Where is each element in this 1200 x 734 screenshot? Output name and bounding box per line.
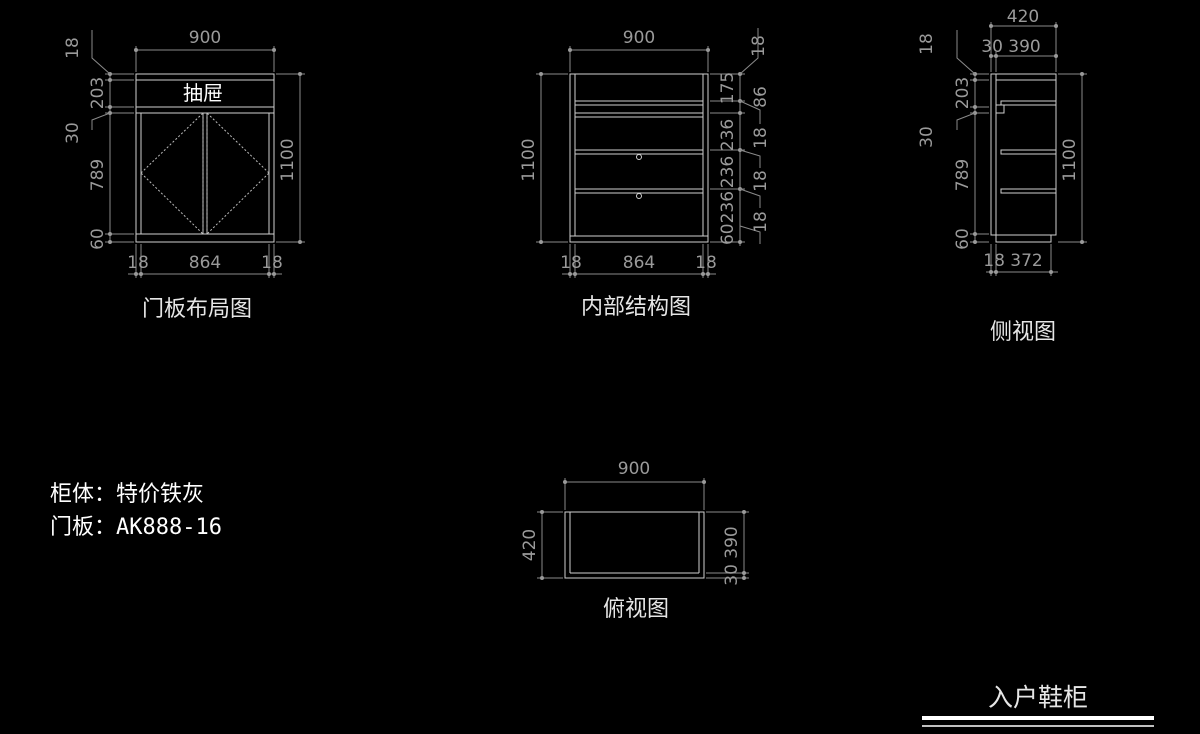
dim-width: 900 bbox=[618, 459, 650, 479]
top-view-title: 俯视图 bbox=[603, 597, 669, 622]
cabinet-outline bbox=[135, 73, 275, 243]
structure-outline bbox=[569, 73, 709, 243]
dim-door-height: 789 bbox=[953, 159, 973, 191]
dim-h4: 60236 bbox=[718, 191, 738, 245]
dim-left-side: 18 bbox=[127, 253, 149, 273]
dim-mid-gap: 30 bbox=[63, 122, 83, 144]
dim-width: 900 bbox=[189, 28, 221, 48]
door-layout-view: 抽屉 900 18 203 30 789 60 1100 bbox=[63, 28, 305, 322]
top-view: 900 420 30 390 俯视图 bbox=[520, 459, 749, 622]
dim-back-front: 30 390 bbox=[981, 37, 1040, 57]
dim-height: 1100 bbox=[519, 138, 539, 181]
dim-base: 60 bbox=[88, 228, 108, 250]
dim-bottom: 18 372 bbox=[983, 251, 1042, 271]
dim-right-side: 18 bbox=[695, 253, 717, 273]
door-material-note: 门板：AK888-16 bbox=[50, 515, 222, 540]
top-outline bbox=[564, 511, 705, 579]
dim-top: 18 bbox=[749, 35, 769, 57]
dim-base: 60 bbox=[953, 228, 973, 250]
dim-left-side: 18 bbox=[560, 253, 582, 273]
dim-h3: 236 bbox=[718, 156, 738, 188]
dim-split: 30 390 bbox=[722, 526, 742, 585]
drawing-name: 入户鞋柜 bbox=[988, 683, 1088, 712]
internal-structure-view: 900 1100 18 864 18 18 175 bbox=[519, 28, 771, 320]
dim-drawer-height: 203 bbox=[953, 77, 973, 109]
dim-width: 900 bbox=[623, 28, 655, 48]
side-view-title: 侧视图 bbox=[990, 320, 1056, 345]
door-layout-title: 门板布局图 bbox=[142, 297, 252, 322]
dim-height: 1100 bbox=[278, 138, 298, 181]
dim-top-gap: 18 bbox=[63, 37, 83, 59]
dim-t2: 18 bbox=[751, 127, 771, 149]
dim-mid-gap: 30 bbox=[917, 126, 937, 148]
dim-drawer-height: 203 bbox=[88, 77, 108, 109]
dim-right-side: 18 bbox=[261, 253, 283, 273]
dim-h2: 236 bbox=[718, 119, 738, 151]
title-block: 入户鞋柜 bbox=[922, 683, 1154, 727]
dim-h1b: 86 bbox=[751, 86, 771, 108]
dim-depth: 420 bbox=[520, 529, 540, 561]
internal-structure-title: 内部结构图 bbox=[581, 295, 691, 320]
dim-depth: 420 bbox=[1007, 7, 1039, 27]
side-view: 420 30 390 18 203 30 789 60 1100 18 372 bbox=[917, 7, 1087, 345]
drawer-label: 抽屉 bbox=[183, 81, 223, 105]
dim-inner: 864 bbox=[623, 253, 655, 273]
dim-t3: 18 bbox=[751, 170, 771, 192]
dim-top-gap: 18 bbox=[917, 33, 937, 55]
dim-t4: 18 bbox=[751, 211, 771, 233]
dim-inner: 864 bbox=[189, 253, 221, 273]
dim-h1: 175 bbox=[718, 72, 738, 104]
dim-door-height: 789 bbox=[88, 159, 108, 191]
dim-height: 1100 bbox=[1060, 138, 1080, 181]
cabinet-material-note: 柜体：特价铁灰 bbox=[50, 482, 205, 507]
